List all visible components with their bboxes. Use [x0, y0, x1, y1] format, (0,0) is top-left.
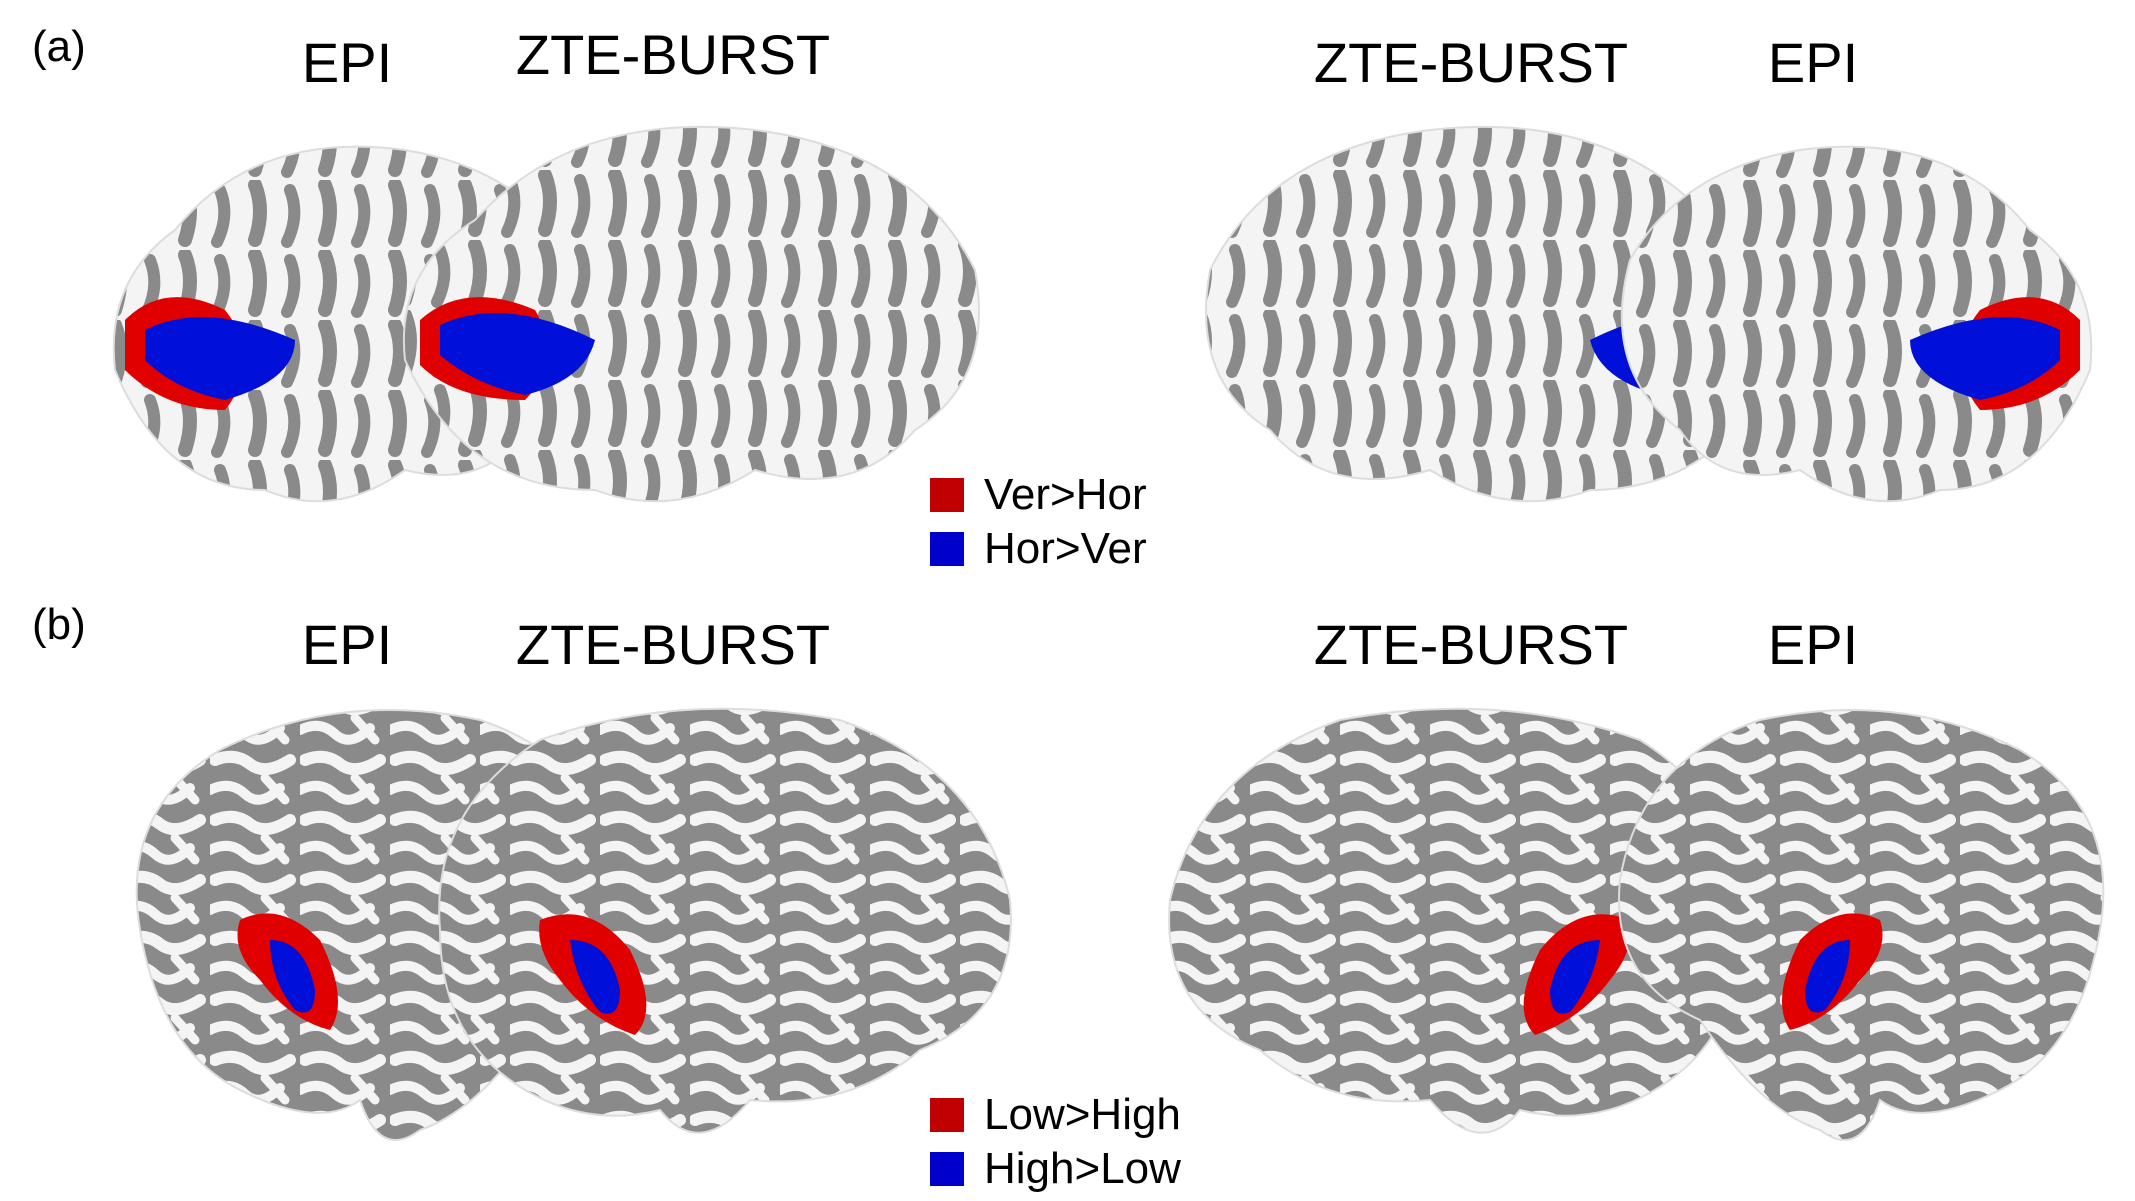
panel-a-title-4: EPI	[1767, 31, 1859, 94]
panel-b-legend: Low>High High>Low	[930, 1088, 1181, 1196]
panel-b-title-1: EPI	[301, 613, 393, 676]
brain-medial-epi-right	[1620, 145, 2093, 503]
legend-label: Ver>Hor	[984, 470, 1147, 519]
legend-swatch-red	[930, 478, 964, 512]
brain-lateral-zte-left	[438, 707, 1012, 1134]
panel-b-title-3: ZTE-BURST	[1313, 613, 1629, 676]
legend-item-low-high: Low>High	[930, 1088, 1181, 1142]
legend-item-ver-hor: Ver>Hor	[930, 468, 1147, 522]
legend-item-high-low: High>Low	[930, 1142, 1181, 1196]
panel-a-title-2: ZTE-BURST	[515, 23, 831, 86]
panel-a-label: (a)	[32, 22, 86, 71]
panel-a-title-3: ZTE-BURST	[1313, 31, 1629, 94]
legend-swatch-blue	[930, 532, 964, 566]
legend-label: High>Low	[984, 1144, 1181, 1193]
panel-a-legend: Ver>Hor Hor>Ver	[930, 468, 1147, 576]
legend-item-hor-ver: Hor>Ver	[930, 522, 1147, 576]
panel-a-title-1: EPI	[301, 31, 393, 94]
legend-swatch-blue	[930, 1152, 964, 1186]
brain-medial-zte-left	[402, 125, 980, 503]
panel-b-title-4: EPI	[1767, 613, 1859, 676]
legend-label: Hor>Ver	[984, 524, 1147, 573]
brain-lateral-epi-right	[1618, 709, 2105, 1141]
brain-lateral-zte-right	[1168, 707, 1742, 1134]
legend-label: Low>High	[984, 1090, 1181, 1139]
legend-swatch-red	[930, 1098, 964, 1132]
panel-b-label: (b)	[32, 600, 86, 649]
panel-b-title-2: ZTE-BURST	[515, 613, 831, 676]
